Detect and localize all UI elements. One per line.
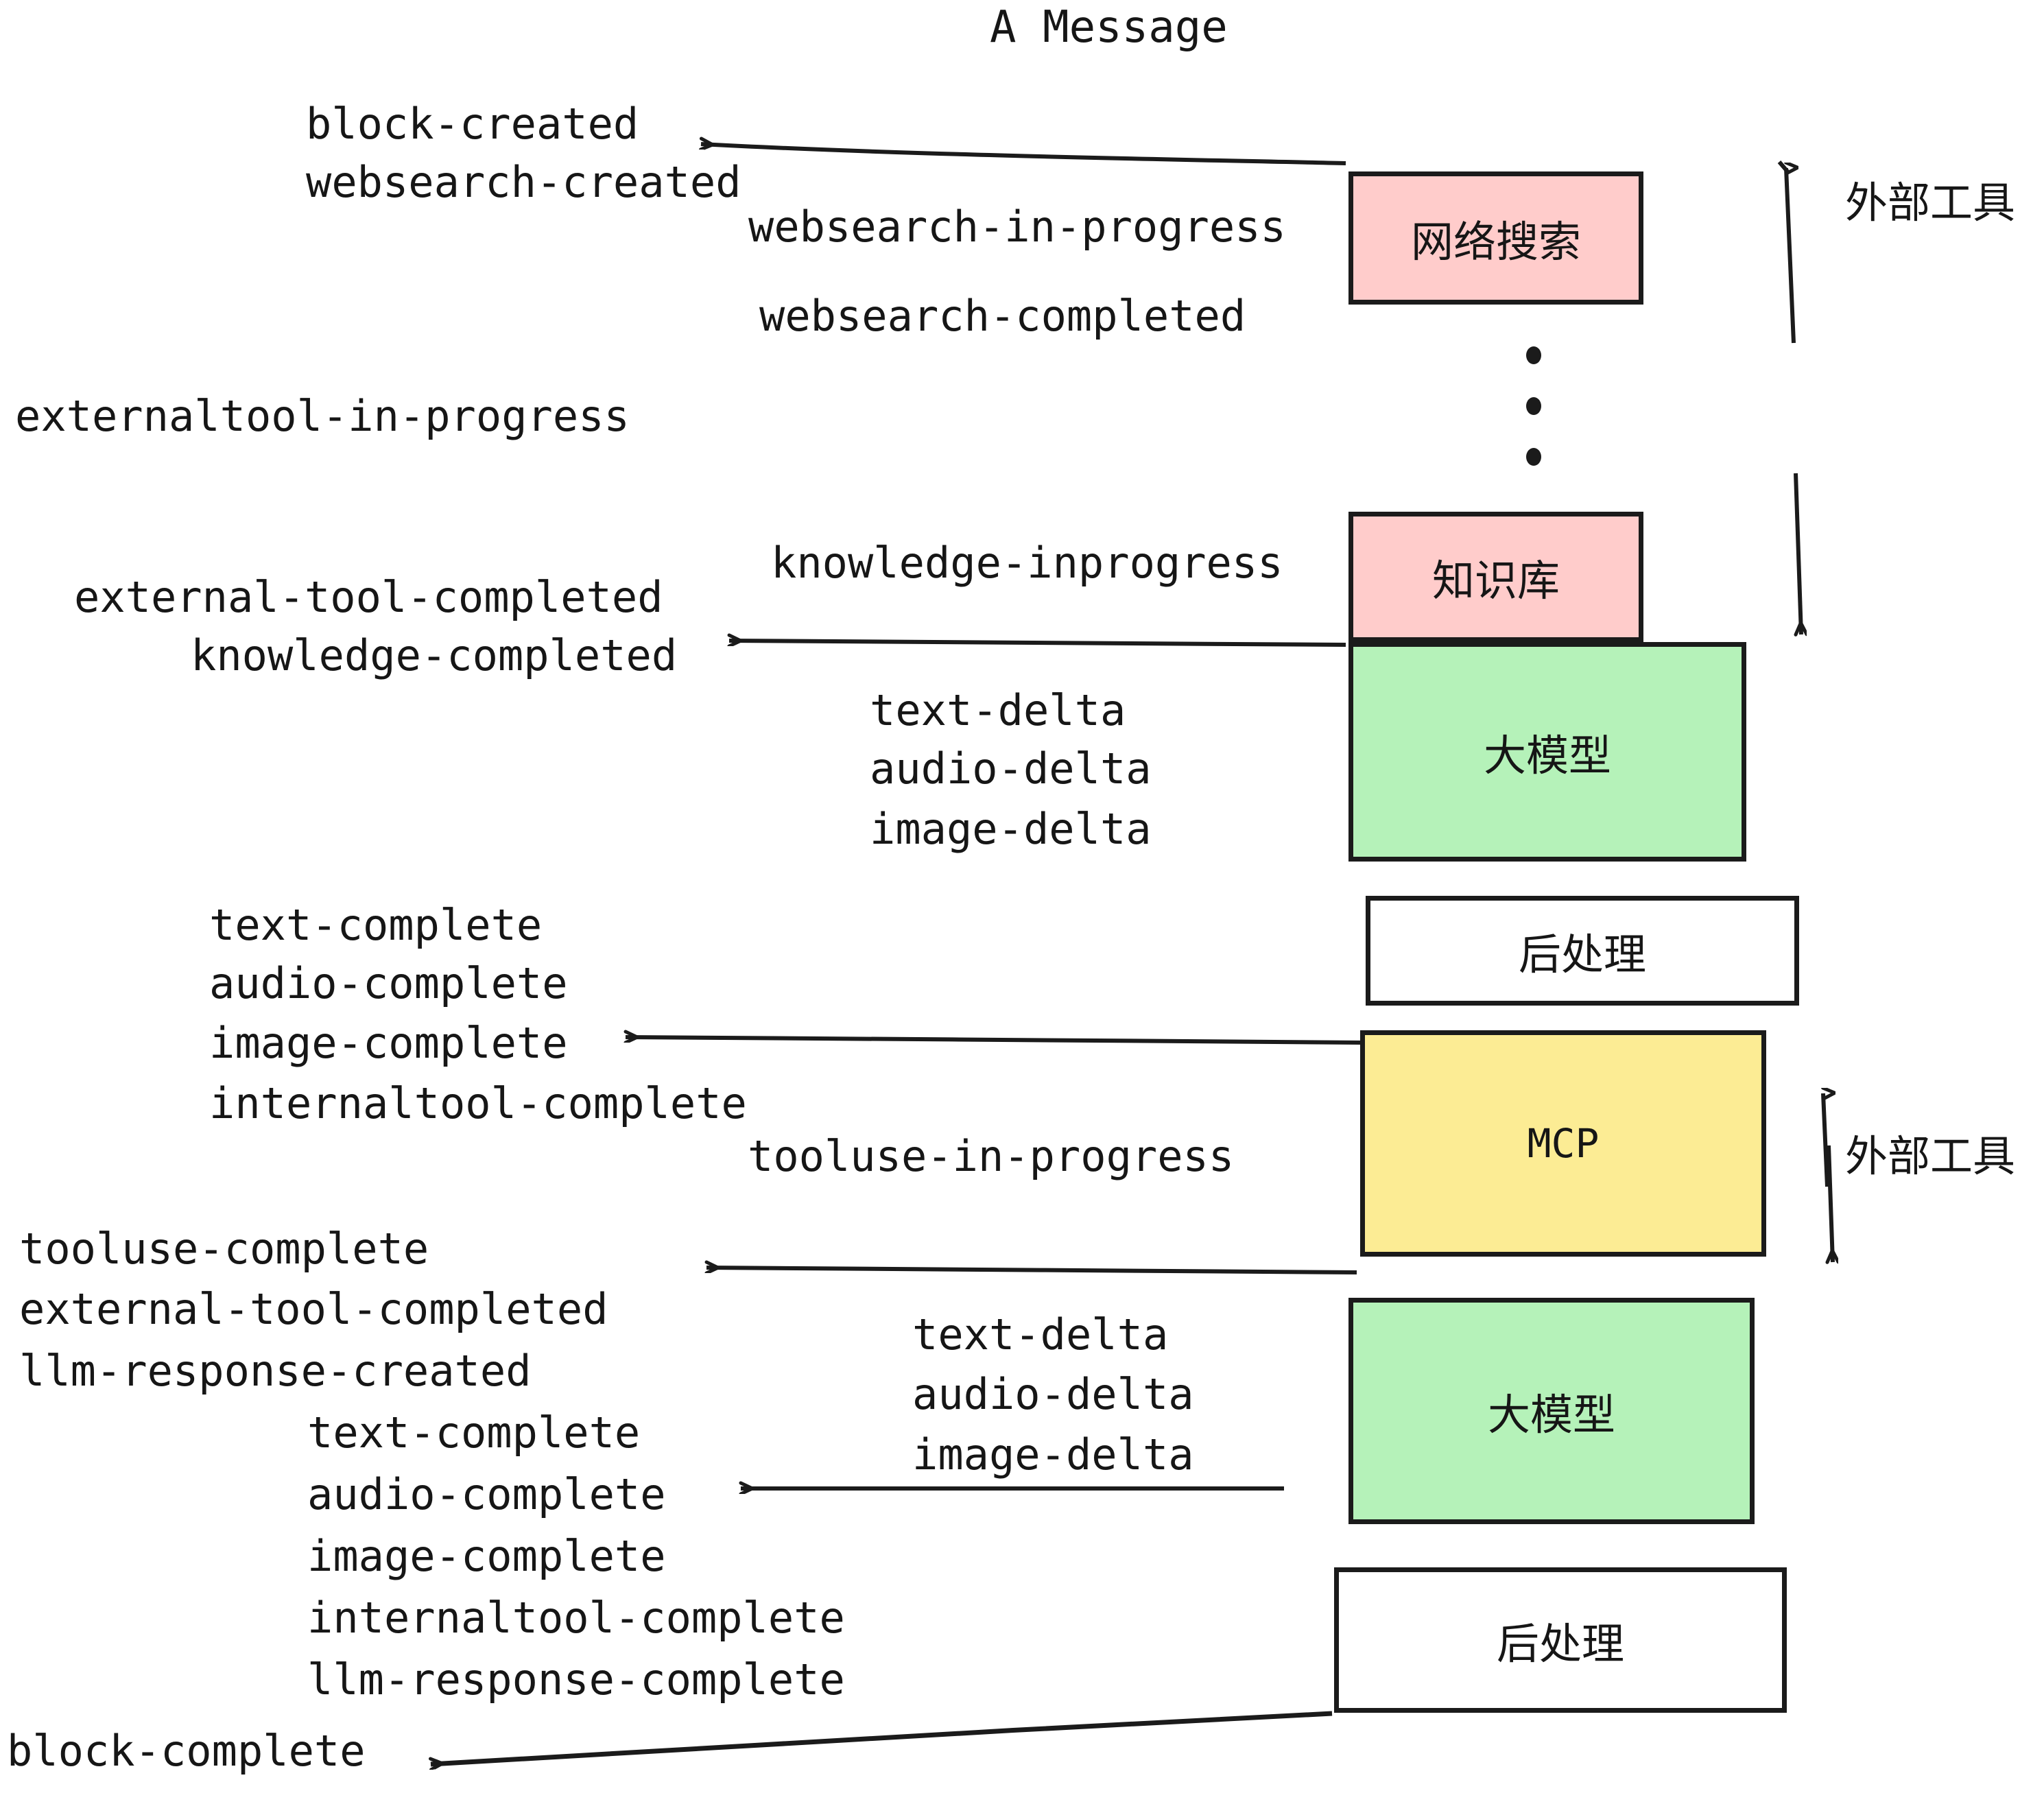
event-llm-response-complete: llm-response-complete [307, 1654, 845, 1705]
arrow-external-tools-top-line-up [1784, 168, 1794, 344]
arrow-external-tools-top-line-down [1794, 473, 1801, 634]
event-image-delta-1: image-delta [870, 804, 1152, 854]
event-block-created: block-created [306, 99, 639, 149]
event-externaltool-in-progress: externaltool-in-progress [15, 391, 630, 441]
node-llm-top[interactable]: 大模型 [1348, 642, 1746, 862]
event-audio-delta-1: audio-delta [870, 744, 1152, 794]
event-image-complete-1: image-complete [209, 1018, 568, 1068]
node-llm-bottom[interactable]: 大模型 [1348, 1298, 1755, 1524]
event-text-complete-1: text-complete [209, 900, 543, 950]
event-text-complete-2: text-complete [307, 1408, 641, 1458]
node-postprocess-top-label: 后处理 [1518, 929, 1646, 980]
node-knowledge[interactable]: 知识库 [1348, 512, 1643, 642]
arrow-external-tools-bottom-line-down [1829, 1145, 1833, 1262]
event-text-delta-2: text-delta [912, 1309, 1169, 1360]
side-label-external-tools-top: 外部工具 [1845, 178, 2016, 228]
arrow-block-complete [431, 1711, 1333, 1764]
node-mcp-label: MCP [1527, 1120, 1600, 1167]
event-text-delta-1: text-delta [870, 685, 1126, 735]
event-tooluse-complete: tooluse-complete [19, 1224, 429, 1274]
event-knowledge-inprogress: knowledge-inprogress [771, 538, 1283, 588]
arrow-knowledge-completed [729, 641, 1346, 647]
node-postprocess-bottom[interactable]: 后处理 [1334, 1567, 1787, 1713]
event-tooluse-in-progress: tooluse-in-progress [748, 1131, 1235, 1181]
diagram-title: A Message [990, 2, 1228, 53]
node-postprocess-bottom-label: 后处理 [1496, 1619, 1624, 1669]
event-image-complete-2: image-complete [307, 1531, 666, 1581]
node-postprocess-top[interactable]: 后处理 [1366, 896, 1799, 1006]
side-label-external-tools-bottom: 外部工具 [1845, 1131, 2016, 1181]
arrow-image-complete-1 [626, 1037, 1364, 1045]
event-internaltool-complete-2: internaltool-complete [307, 1593, 845, 1643]
node-llm-top-label: 大模型 [1483, 731, 1611, 781]
event-block-complete: block-complete [7, 1726, 366, 1776]
event-websearch-in-progress: websearch-in-progress [748, 202, 1286, 252]
node-websearch-label: 网络搜索 [1410, 217, 1581, 267]
node-mcp[interactable]: MCP [1360, 1030, 1766, 1257]
arrow-external-tools-bottom-line-up [1821, 1093, 1827, 1187]
arrow-external-tools-top-up [1777, 161, 1790, 173]
node-knowledge-label: 知识库 [1431, 556, 1560, 606]
event-websearch-created: websearch-created [306, 157, 741, 207]
arrow-websearch-to-block-created [701, 144, 1346, 165]
arrow-tooluse-complete [706, 1268, 1357, 1274]
event-knowledge-completed: knowledge-completed [191, 630, 678, 680]
event-audio-complete-2: audio-complete [307, 1469, 666, 1519]
event-audio-complete-1: audio-complete [209, 958, 568, 1008]
event-websearch-completed: websearch-completed [759, 291, 1246, 341]
event-internaltool-complete-1: internaltool-complete [209, 1078, 747, 1128]
event-llm-response-created: llm-response-created [19, 1346, 532, 1396]
event-external-tool-completed-2: external-tool-completed [19, 1284, 608, 1334]
event-external-tool-completed-1: external-tool-completed [74, 572, 663, 622]
node-websearch[interactable]: 网络搜索 [1348, 171, 1643, 305]
event-image-delta-2: image-delta [912, 1429, 1194, 1480]
node-llm-bottom-label: 大模型 [1487, 1390, 1615, 1440]
event-audio-delta-2: audio-delta [912, 1369, 1194, 1419]
vertical-ellipsis [1526, 346, 1541, 499]
